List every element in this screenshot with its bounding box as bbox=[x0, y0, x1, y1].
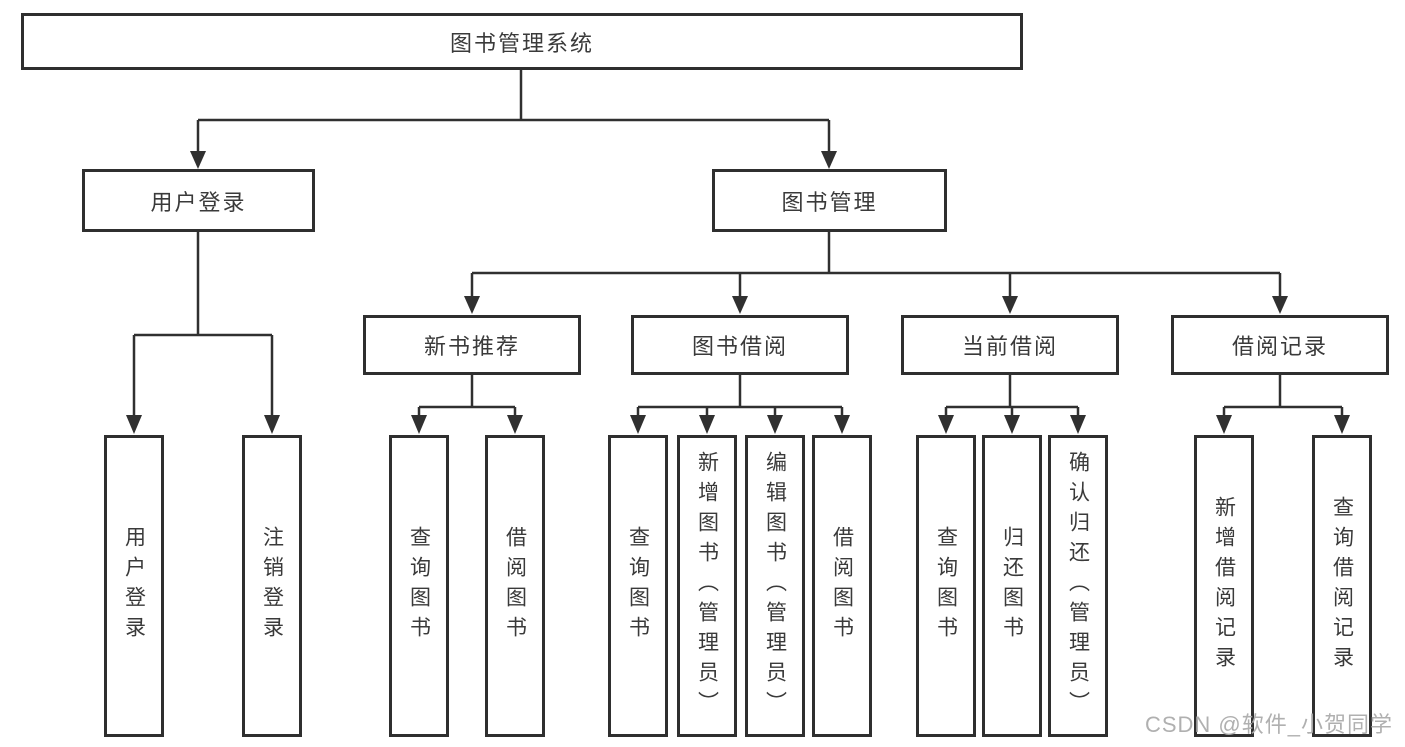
node-edit-book-admin: 编辑图书（管理员） bbox=[745, 435, 805, 737]
node-confirm-return-admin: 确认归还（管理员） bbox=[1048, 435, 1108, 737]
csdn-watermark: CSDN @软件_小贺同学 bbox=[1144, 712, 1393, 737]
node-book-borrow: 图书借阅 bbox=[631, 315, 849, 375]
node-new-book-recommend: 新书推荐 bbox=[363, 315, 581, 375]
node-query-books-borrow: 查询图书 bbox=[608, 435, 668, 737]
node-current-borrow: 当前借阅 bbox=[901, 315, 1119, 375]
node-user-login: 用户登录 bbox=[82, 169, 315, 232]
node-book-management: 图书管理 bbox=[712, 169, 947, 232]
node-query-books-current: 查询图书 bbox=[916, 435, 976, 737]
node-return-book: 归还图书 bbox=[982, 435, 1042, 737]
node-add-borrow-record: 新增借阅记录 bbox=[1194, 435, 1254, 737]
node-borrow-records: 借阅记录 bbox=[1171, 315, 1389, 375]
node-borrow-books-recommend: 借阅图书 bbox=[485, 435, 545, 737]
node-borrow-books-action: 借阅图书 bbox=[812, 435, 872, 737]
node-query-books-recommend: 查询图书 bbox=[389, 435, 449, 737]
node-login-action: 用户登录 bbox=[104, 435, 164, 737]
node-logout-action: 注销登录 bbox=[242, 435, 302, 737]
node-root: 图书管理系统 bbox=[21, 13, 1023, 70]
node-add-book-admin: 新增图书（管理员） bbox=[677, 435, 737, 737]
node-query-borrow-record: 查询借阅记录 bbox=[1312, 435, 1372, 737]
